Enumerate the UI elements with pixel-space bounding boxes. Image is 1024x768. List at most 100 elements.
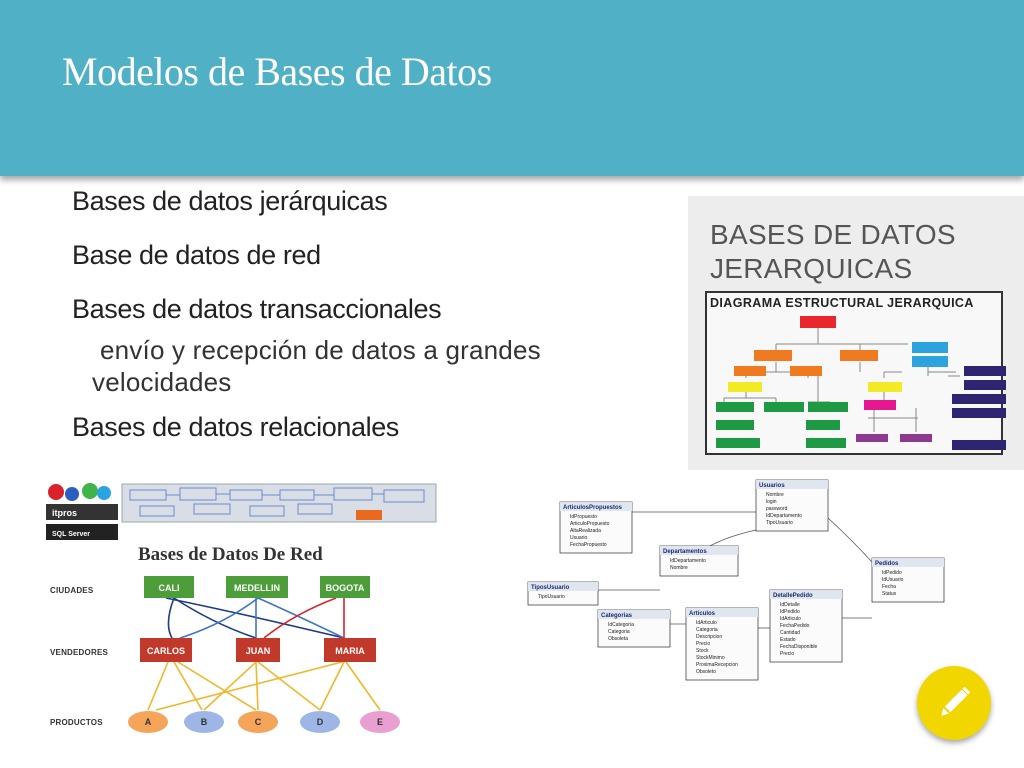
erd-diagram: ArticulosPropuestosIdPropuestoArticuloPr… (527, 479, 945, 681)
city-cali: CALI (159, 583, 180, 593)
slide-title: Modelos de Bases de Datos (62, 49, 492, 94)
erd-table-header (686, 608, 758, 617)
erd-table: ArticulosPropuestosIdPropuestoArticuloPr… (559, 501, 633, 554)
product-a: A (145, 717, 152, 727)
seller-carlos: CARLOS (147, 646, 185, 656)
logo-text: itpros (52, 508, 77, 518)
product-c: C (255, 717, 262, 727)
bullet-network: Base de datos de red (72, 240, 321, 270)
seller-maria: MARIA (335, 646, 365, 656)
erd-table-header (756, 480, 828, 489)
erd-table-field: FechaPropuesto (570, 542, 607, 548)
erd-table-field: TipoUsuario (766, 520, 793, 526)
erd-table-title: Usuarios (759, 483, 785, 489)
sub-bullet-line2: velocidades (92, 367, 232, 397)
erd-table-field: ProximaRecepcion (696, 662, 738, 668)
erd-table-field: Status (882, 591, 897, 597)
erd-table-field: IdDetalle (780, 602, 800, 608)
erd-table-title: Departamentos (663, 549, 707, 555)
erd-table-title: Categorias (601, 613, 633, 619)
erd-table-field: IdPropuesto (570, 514, 597, 520)
erd-table-title: DetallePedido (773, 593, 813, 599)
erd-table-title: Articulos (689, 611, 716, 617)
erd-table-header (770, 590, 842, 599)
erd-table-title: TiposUsuario (531, 585, 570, 591)
erd-table-field: Stock (696, 648, 709, 654)
sql-server-text: SQL Server (52, 531, 90, 538)
hierarchy-boxes (716, 316, 1006, 450)
erd-table-field: Nombre (766, 492, 784, 498)
row-label-cities: CIUDADES (50, 586, 94, 595)
erd-table-header (660, 546, 738, 555)
erd-table-field: IdPedido (780, 609, 800, 615)
hierarchical-db-image: BASES DE DATOS JERARQUICAS (688, 196, 1024, 470)
sub-bullet-line1: envío y recepción de datos a grandes (100, 335, 541, 365)
erd-table-field: password (766, 506, 788, 512)
erd-table-box (769, 589, 843, 663)
erd-table-field: login (766, 499, 777, 505)
network-links (147, 597, 381, 711)
erd-table-field: Usuario (570, 535, 587, 541)
erd-table-field: Obsoleta (608, 636, 628, 642)
erd-table-field: IdUsuario (882, 577, 904, 583)
erd-table-field: Cantidad (780, 630, 800, 636)
erd-table-field: IdArticulo (696, 620, 717, 626)
erd-table: UsuariosNombreloginpasswordIdDepartament… (755, 479, 829, 532)
bullet-relational: Bases de datos relacionales (72, 412, 399, 442)
erd-table-field: Categoria (608, 629, 630, 635)
erd-table-field: AltaRealizada (570, 528, 601, 534)
network-diagram: itpros SQL Server (46, 483, 437, 733)
product-b: B (201, 717, 208, 727)
erd-table-field: IdDepartamento (670, 558, 706, 564)
erd-table-field: Nombre (670, 565, 688, 571)
edit-fab-button[interactable] (917, 666, 991, 740)
erd-table-field: FechaDisponible (780, 644, 817, 650)
seller-juan: JUAN (246, 646, 271, 656)
erd-table-field: TipoUsuario (538, 594, 565, 600)
row-label-products: PRODUCTOS (50, 718, 103, 727)
erd-table-box (685, 607, 759, 681)
erd-table-field: Estado (780, 637, 796, 643)
product-e: E (377, 717, 383, 727)
erd-table-field: FechaPedido (780, 623, 810, 629)
hierarchical-image-subtitle: DIAGRAMA ESTRUCTURAL JERARQUICA (710, 296, 974, 310)
erd-table-field: IdPedido (882, 570, 902, 576)
bullet-hierarchical: Bases de datos jerárquicas (72, 186, 388, 216)
product-nodes: A B C D E (128, 711, 400, 733)
erd-table-field: IdDepartamento (766, 513, 802, 519)
bullet-list: Bases de datos jerárquicas Base de datos… (72, 180, 632, 460)
erd-table: ArticulosIdArticuloCategoriaDescripcionP… (685, 607, 759, 681)
erd-table-field: Categoria (696, 627, 718, 633)
erd-table-header (872, 558, 944, 567)
erd-table-title: ArticulosPropuestos (563, 505, 623, 511)
erd-table-field: Precio (696, 641, 710, 647)
erd-table-field: StockMinimo (696, 655, 725, 661)
erd-table-header (528, 582, 598, 591)
erd-table-title: Pedidos (875, 561, 899, 567)
erd-table-field: Fecha (882, 584, 896, 590)
product-d: D (317, 717, 324, 727)
erd-table-header (598, 610, 670, 619)
pencil-icon (941, 686, 971, 716)
erd-table-field: IdArticulo (780, 616, 801, 622)
city-nodes: CALI MEDELLIN BOGOTA (144, 576, 370, 598)
erd-table-field: Precio (780, 651, 794, 657)
bullet-transactional: Bases de datos transaccionales (72, 294, 442, 324)
seller-nodes: CARLOS JUAN MARIA (140, 638, 376, 662)
hierarchical-diagram (705, 291, 1006, 455)
network-db-image: itpros SQL Server (44, 474, 438, 768)
erd-table-field: ArticuloPropuesto (570, 521, 610, 527)
city-bogota: BOGOTA (326, 583, 365, 593)
erd-table: DetallePedidoIdDetalleIdPedidoIdArticulo… (769, 589, 843, 663)
hierarchical-image-title: BASES DE DATOS JERARQUICAS (710, 219, 956, 284)
erd-table-field: IdCategoria (608, 622, 634, 628)
city-medellin: MEDELLIN (234, 583, 280, 593)
sub-bullet-transactional: envío y recepción de datos a grandes vel… (92, 334, 622, 398)
erd-table-header (560, 502, 632, 511)
erd-table-field: Obsoleto (696, 669, 716, 675)
